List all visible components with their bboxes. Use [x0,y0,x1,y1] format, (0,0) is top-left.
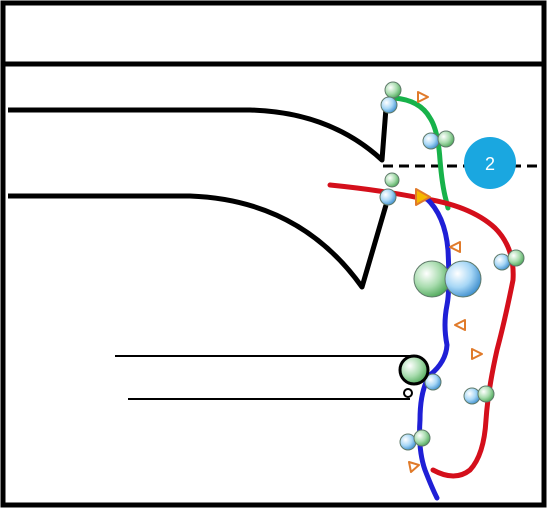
small-anchor-circle-icon [403,388,413,398]
blue-sphere-icon [424,373,442,391]
upper-wall-outline [8,107,389,163]
blue-sphere-icon [463,387,481,405]
blue-sphere-icon [380,96,398,114]
triangle-arrow-icon [471,348,483,360]
green-sphere-icon [413,429,431,447]
blue-path [417,195,452,501]
triangle-arrow-icon [454,319,466,331]
blue-sphere-icon [399,433,417,451]
green-sphere-icon [384,81,402,99]
triangle-arrow-highlight-icon [415,188,431,206]
badge-label: 2 [485,154,495,174]
numbered-badge: 2 [464,137,516,189]
triangle-arrow-icon [449,241,461,253]
green-sphere-icon [437,130,455,148]
triangle-arrow-icon [417,91,429,103]
large-blue-sphere-icon [444,260,482,298]
lower-wall-outline [8,193,389,290]
blue-sphere-icon [422,132,440,150]
green-sphere-icon [384,172,400,188]
green-sphere-icon [507,249,525,267]
badge-circle-icon [464,137,516,189]
arrow-markers [408,91,483,473]
blue-sphere-icon [379,188,397,206]
anchor-green-sphere-icon [398,354,430,386]
sphere-cluster [379,81,525,451]
green-sphere-icon [477,385,495,403]
triangle-arrow-icon [408,461,420,473]
blue-sphere-icon [493,253,511,271]
